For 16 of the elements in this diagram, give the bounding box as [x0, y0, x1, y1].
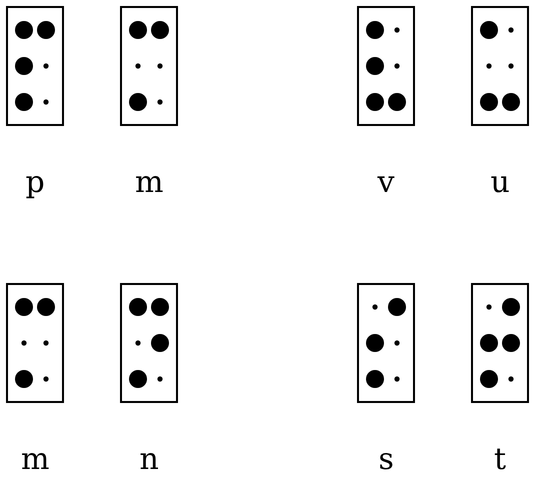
letter-caption: m: [21, 443, 50, 477]
braille-cell: [120, 283, 178, 403]
braille-cell: [357, 283, 415, 403]
braille-cell: [471, 6, 529, 126]
letter-caption: t: [494, 443, 506, 477]
letter-caption: v: [378, 166, 394, 200]
braille-cell: [471, 283, 529, 403]
braille-cell: [120, 6, 178, 126]
letter-caption: u: [490, 166, 510, 200]
braille-cell: [357, 6, 415, 126]
braille-cell: [6, 6, 64, 126]
letter-caption: s: [378, 443, 394, 477]
letter-caption: p: [26, 166, 45, 200]
letter-caption: n: [140, 443, 159, 477]
braille-cell: [6, 283, 64, 403]
letter-caption: m: [135, 166, 164, 200]
